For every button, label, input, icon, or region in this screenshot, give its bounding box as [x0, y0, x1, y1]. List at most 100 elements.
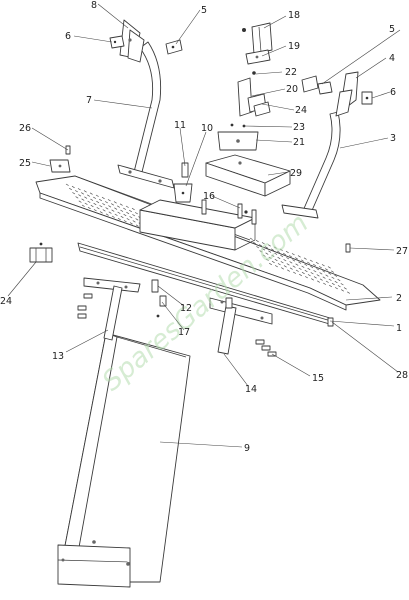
perforation-slot: [291, 253, 295, 256]
perforation-slot: [78, 194, 82, 197]
perforation-slot: [298, 261, 302, 264]
part-upper-bracket-stack: [217, 22, 273, 151]
perforation-slot: [304, 269, 308, 273]
perforation-slot: [262, 248, 266, 251]
perforation-slot: [108, 211, 112, 214]
callout-9: 9: [244, 443, 250, 454]
perforation-slot: [292, 259, 296, 262]
perforation-slot: [96, 207, 100, 210]
leader-lines: [7, 3, 401, 448]
perforation-slot: [341, 289, 344, 292]
callout-11: 11: [174, 120, 186, 131]
perforation-slot: [129, 222, 133, 225]
perforation-slot: [305, 276, 308, 279]
perforation-slot: [321, 264, 325, 267]
perforation-slot: [277, 256, 281, 260]
perforation-slot: [301, 259, 304, 262]
callout-1: 1: [396, 323, 402, 334]
part-right-lower-bracket-14: [209, 297, 273, 355]
part-bolts-15: [255, 339, 277, 357]
perforation-slot: [81, 192, 84, 195]
perforation-slot: [107, 199, 111, 202]
perforation-slot: [123, 220, 127, 223]
perforation-slot: [303, 257, 307, 260]
perforation-slot: [259, 244, 262, 247]
perforation-slot: [261, 242, 265, 245]
perforation-slot: [132, 220, 136, 223]
perforation-slot: [111, 215, 115, 218]
part-small-hardware-10-11: [173, 162, 193, 203]
part-left-bracket-24: [29, 242, 53, 263]
perforation-slot: [334, 280, 338, 284]
perforation-slot: [271, 254, 275, 257]
perforation-slot: [313, 263, 316, 267]
perforation-slot: [328, 278, 332, 281]
perforation-slot: [268, 250, 272, 253]
callout-7: 7: [86, 95, 92, 106]
perforation-slot: [301, 265, 305, 268]
perforation-slot: [337, 285, 341, 288]
perforation-slot: [129, 216, 133, 219]
perforation-slot: [307, 261, 310, 264]
perforation-slot: [328, 272, 332, 275]
perforation-slot: [259, 250, 263, 253]
perforation-slot: [81, 198, 85, 201]
perforation-slot: [265, 258, 269, 261]
perforation-slot: [90, 204, 94, 208]
perforation-slot: [335, 287, 338, 290]
perforation-slot: [316, 274, 320, 277]
callout-6-left: 6: [65, 31, 71, 42]
perforation-slot: [287, 269, 290, 272]
perforation-slot: [281, 267, 284, 270]
perforation-slot: [279, 248, 283, 251]
callout-8: 8: [91, 0, 97, 11]
perforation-slot: [105, 207, 109, 210]
perforation-slot: [117, 217, 121, 221]
part-center-tray: [205, 154, 291, 197]
perforation-slot: [298, 267, 302, 270]
perforation-slot: [99, 205, 103, 208]
perforation-slot: [283, 259, 287, 262]
perforation-slot: [331, 270, 334, 273]
perforation-slot: [268, 256, 272, 259]
perforation-slot: [322, 276, 326, 279]
callout-21: 21: [293, 137, 305, 148]
perforation-slot: [315, 261, 319, 265]
part-bolts-16: [201, 199, 257, 225]
perforation-slot: [340, 283, 344, 286]
perforation-slot: [95, 194, 99, 197]
callout-12: 12: [180, 303, 192, 314]
callout-18: 18: [288, 10, 300, 21]
perforation-slot: [87, 194, 90, 197]
perforation-slot: [289, 267, 293, 270]
part-left-handle-tube: [117, 41, 175, 189]
perforation-slot: [123, 207, 126, 210]
perforation-slot: [75, 196, 79, 199]
perforation-slot: [135, 212, 138, 215]
perforation-slot: [316, 268, 320, 271]
perforation-slot: [111, 209, 115, 212]
perforation-slot: [114, 207, 118, 210]
perforation-slot: [102, 209, 106, 212]
perforation-slot: [317, 280, 320, 283]
perforation-slot: [129, 209, 132, 213]
perforation-slot: [69, 187, 72, 191]
perforation-slot: [319, 266, 322, 269]
callout-4: 4: [389, 53, 395, 64]
perforation-slot: [286, 263, 290, 266]
perforation-slot: [93, 209, 97, 212]
perforation-slot: [289, 255, 292, 258]
callout-2: 2: [396, 293, 402, 304]
perforation-slot: [89, 192, 93, 195]
callout-3: 3: [390, 133, 396, 144]
perforation-slot: [304, 263, 308, 266]
perforation-slot: [101, 196, 105, 200]
perforation-slot: [307, 274, 311, 277]
perforation-slot: [135, 218, 139, 221]
perforation-slot: [283, 252, 286, 256]
perforation-slot: [329, 284, 332, 288]
perforation-slot: [265, 252, 269, 255]
perforation-slot: [289, 261, 293, 264]
callout-19: 19: [288, 41, 300, 52]
perforation-slot: [292, 265, 296, 268]
